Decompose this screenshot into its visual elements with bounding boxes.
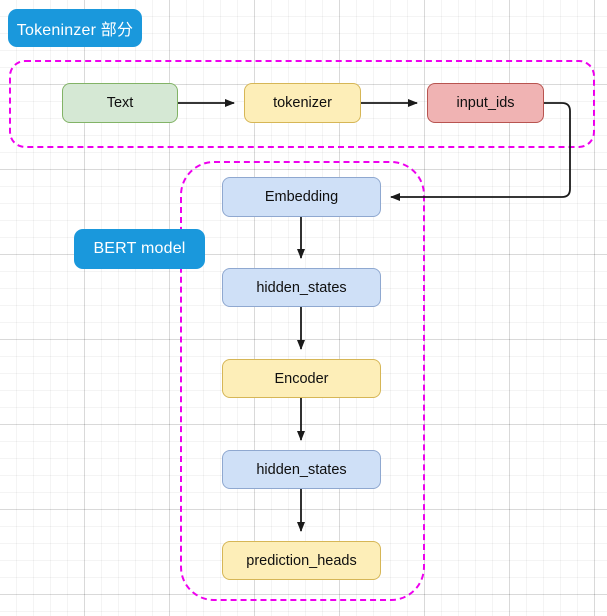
group-container-tokenizer [9, 60, 595, 148]
node-prediction-heads[interactable]: prediction_heads [222, 541, 381, 580]
node-hidden-states-2[interactable]: hidden_states [222, 450, 381, 489]
node-hidden-states-1[interactable]: hidden_states [222, 268, 381, 307]
node-embedding[interactable]: Embedding [222, 177, 381, 217]
node-encoder[interactable]: Encoder [222, 359, 381, 398]
node-input-ids[interactable]: input_ids [427, 83, 544, 123]
group-label-tokenizer[interactable]: Tokeninzer 部分 [8, 9, 142, 47]
node-tokenizer[interactable]: tokenizer [244, 83, 361, 123]
group-container-bert-model [180, 161, 425, 601]
node-text[interactable]: Text [62, 83, 178, 123]
group-label-bert-model[interactable]: BERT model [74, 229, 205, 269]
